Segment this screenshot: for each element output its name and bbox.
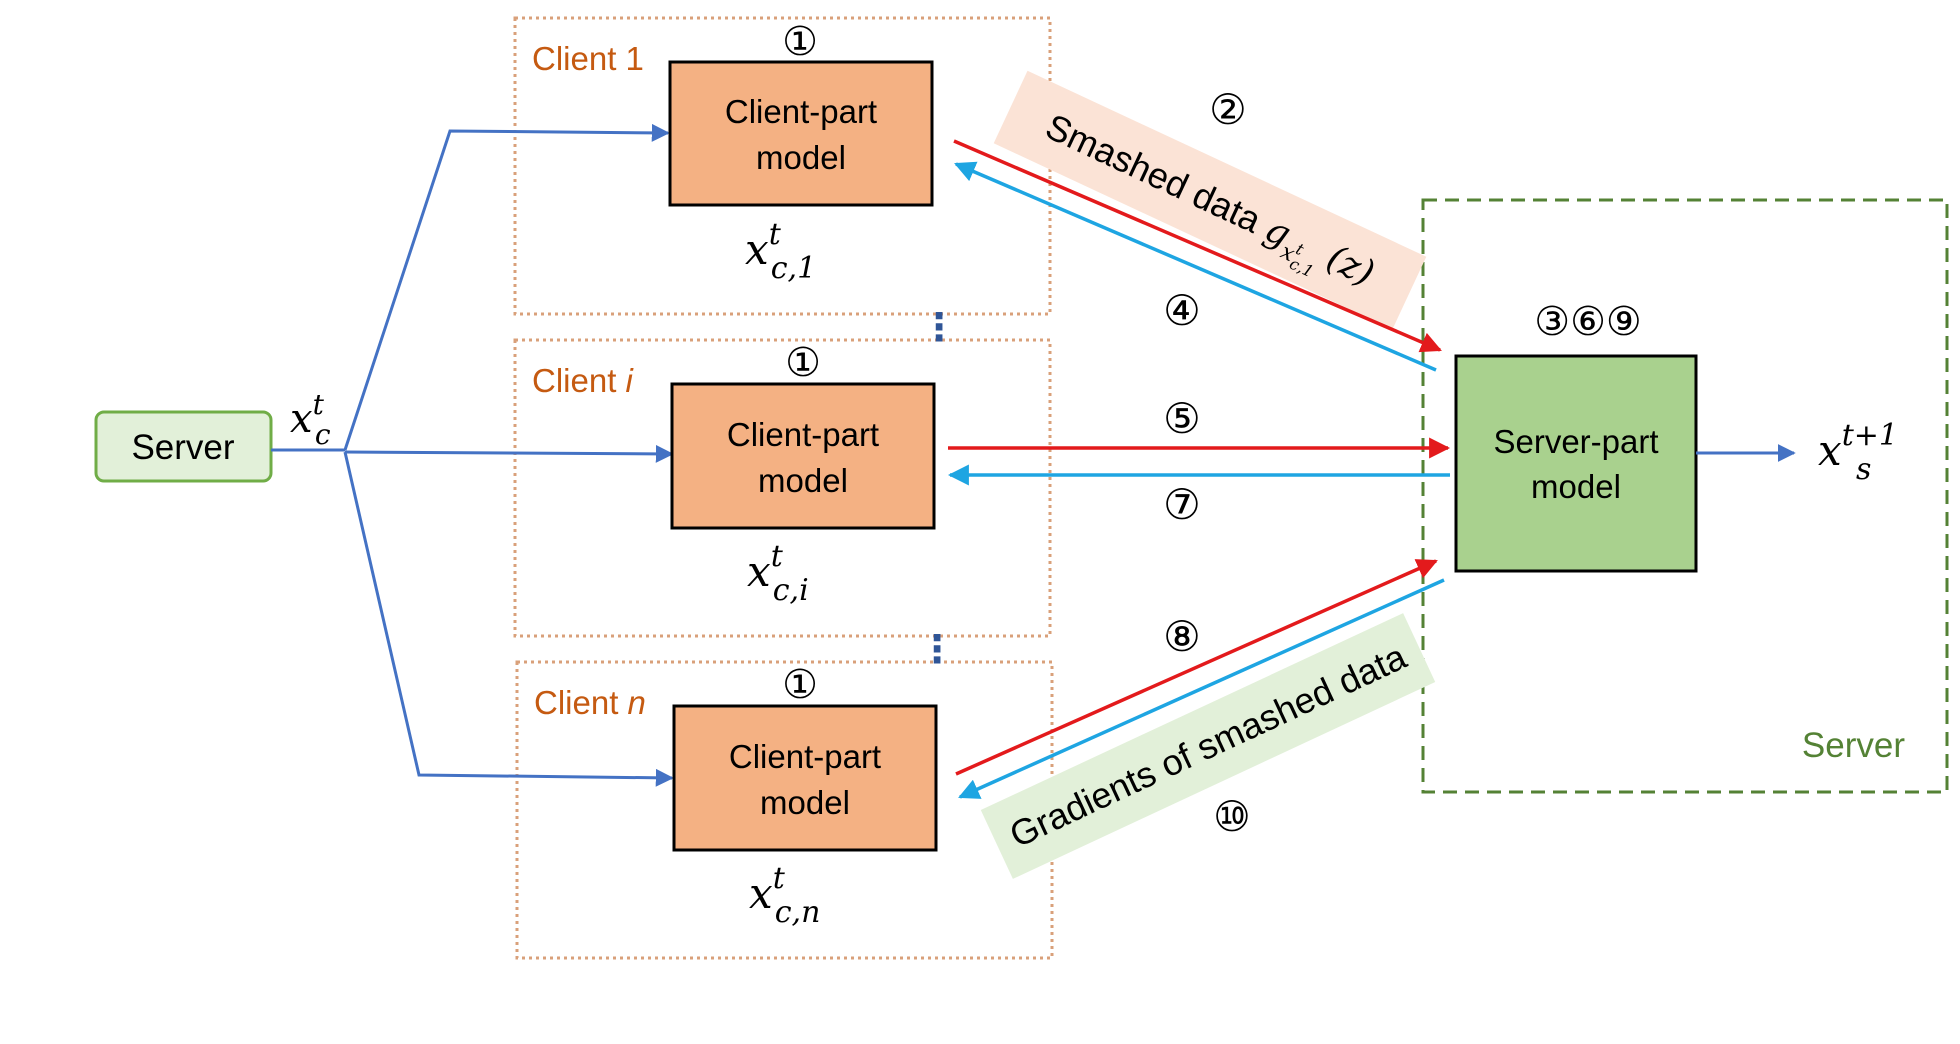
client-n-step: ① [782,663,818,707]
server-node [94,410,273,483]
client-i-model-line2: model [758,462,848,499]
client-n-exchange [955,559,1445,799]
client-n-backward-arrow [958,578,1445,799]
step-4: ④ [1163,287,1201,334]
server-part-model-line2: model [1531,468,1621,505]
step-7: ⑦ [1163,481,1201,528]
client-n-model-box [672,704,938,852]
client-n-forward-arrow [955,559,1438,776]
client-1-frame [513,16,1052,316]
client-i-model-box [670,382,936,530]
step-8: ⑧ [1163,613,1201,660]
client-1-forward-arrow [953,139,1442,353]
step-2: ② [1209,86,1247,133]
client-1-exchange [953,139,1442,372]
client-1-title: Client 1 [532,40,644,77]
client-i-title: Client i [532,362,635,399]
server-side-frame [1421,198,1949,794]
ellipsis-bottom: ⋮ [918,629,956,671]
broadcast-links [271,123,674,787]
step-5: ⑤ [1163,395,1201,442]
client-n-frame [515,660,1054,960]
svg-text:Smashed data gxtc,1(z): Smashed data gxtc,1(z) [1035,105,1381,304]
gradients-band: Gradients of smashed data [980,613,1436,879]
client-1-model-line1: Client-part [725,93,877,130]
broadcast-sup: t [313,388,325,421]
server-node-label: Server [131,428,234,467]
client-i-model-line1: Client-part [727,416,879,453]
client-n-title: Client n [534,684,646,721]
client-1-model-line2: model [756,139,846,176]
server-part-model-line1: Server-part [1493,423,1658,460]
broadcast-sub: c [315,418,331,451]
server-part-model-box [1454,354,1698,573]
broadcast-var: x [290,396,313,442]
client-1-backward-arrow [954,161,1437,372]
step-10: ⑩ [1213,793,1251,840]
client-1-model-box [668,60,934,207]
client-i-exchange [947,437,1451,486]
client-n-model-line1: Client-part [729,738,881,775]
client-i-frame [513,338,1052,638]
gradients-text: Gradients of smashed data [1003,635,1413,855]
client-n-model-line2: model [760,784,850,821]
client-1-step: ① [782,20,818,64]
ellipsis-top: ⋮ [920,307,958,349]
server-part-steps: ③⑥⑨ [1534,300,1642,344]
client-i-step: ① [785,341,821,385]
server-side-frame-label: Server [1802,726,1905,765]
